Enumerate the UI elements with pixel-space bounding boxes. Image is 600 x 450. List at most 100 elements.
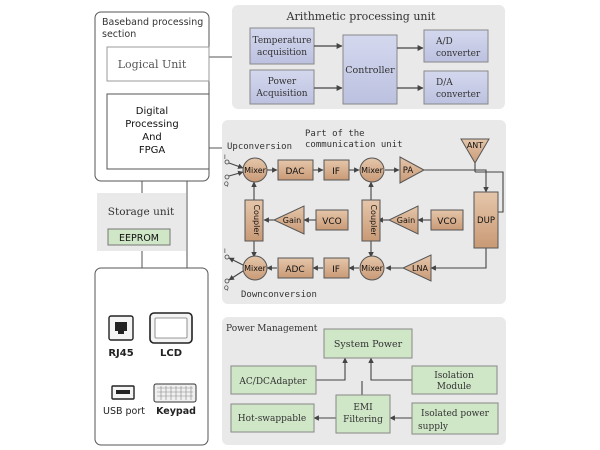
mixer-down-left-label: Mixer: [244, 264, 267, 273]
system-power-label: System Power: [334, 339, 403, 350]
keypad-icon: [153, 383, 197, 403]
communication-title-line-2: communication unit: [305, 140, 403, 150]
if-down-block: IF: [323, 257, 350, 279]
lcd-label: LCD: [160, 348, 182, 359]
system-power-block: System Power: [323, 328, 413, 359]
isolation-line-1: Isolation: [434, 371, 474, 381]
vco-right-label: VCO: [437, 217, 457, 227]
baseband-title-line-1: Baseband processing: [102, 17, 203, 28]
gain-left-label: Gain: [283, 216, 301, 225]
ad-line-1: A/D: [435, 37, 453, 47]
iq-label-q-down: Q: [224, 285, 229, 292]
controller-label: Controller: [345, 65, 395, 76]
vco-left-label: VCO: [322, 217, 342, 227]
storage-title: Storage unit: [108, 206, 175, 218]
mixer-down-right: Mixer: [359, 255, 385, 281]
rj45-port-icon: [108, 315, 134, 341]
da-converter-block: D/A converter: [423, 70, 489, 105]
comm-signal-lines: [228, 162, 504, 281]
ac-dc-label: AC/DCAdapter: [238, 377, 307, 387]
coupler-right-label: Coupler: [369, 204, 378, 236]
ant-label: ANT: [467, 141, 483, 150]
keypad-label: Keypad: [156, 406, 196, 417]
isolated-power-supply-block: Isolated power supply: [411, 402, 499, 435]
digital-processing-line-1: Digital: [136, 106, 168, 117]
io-panel: RJ45 LCD USB port Keypad: [94, 267, 209, 446]
lna-label: LNA: [412, 264, 428, 273]
mixer-down-right-label: Mixer: [361, 264, 384, 273]
rj45-label: RJ45: [108, 348, 133, 359]
dup-label: DUP: [477, 216, 495, 226]
dac-label: DAC: [285, 167, 304, 177]
emi-filtering-block: EMI Filtering: [335, 394, 391, 434]
temperature-line-2: acquisition: [257, 48, 307, 58]
power-arrows: [313, 357, 412, 421]
logical-unit-block: Logical Unit: [106, 46, 210, 82]
controller-block: Controller: [342, 34, 398, 105]
coupler-left-block: Coupler: [244, 199, 264, 242]
if-up-block: IF: [323, 159, 350, 181]
ac-dc-adapter-block: AC/DCAdapter: [230, 365, 317, 395]
emi-line-2: Filtering: [343, 415, 383, 425]
da-line-1: D/A: [436, 78, 453, 88]
gain-right-amplifier: Gain: [387, 205, 419, 235]
if-down-label: IF: [332, 265, 340, 275]
isolation-module-block: Isolation Module: [411, 365, 498, 395]
downconversion-label: Downconversion: [241, 290, 317, 300]
dup-block: DUP: [473, 191, 499, 249]
vco-right-block: VCO: [430, 209, 464, 231]
da-line-2: converter: [436, 90, 481, 100]
digital-processing-line-2: Processing: [125, 119, 178, 130]
digital-processing-line-3: And: [142, 132, 162, 143]
if-up-label: IF: [332, 167, 340, 177]
adc-block: ADC: [277, 257, 314, 279]
arithmetic-arrows: [314, 43, 424, 91]
mixer-up-left-label: Mixer: [244, 166, 267, 175]
communication-title-line-1: Part of the: [305, 129, 365, 139]
mixer-up-left: Mixer: [242, 157, 268, 183]
power-line-1: Power: [268, 77, 297, 87]
lcd-monitor-icon: [149, 312, 193, 344]
pa-label: PA: [403, 166, 414, 176]
temperature-line-1: Temperature: [253, 36, 312, 46]
iq-label-i-down: I: [224, 248, 226, 255]
baseband-title-line-2: section: [102, 29, 136, 40]
power-line-2: Acquisition: [255, 89, 307, 99]
power-management-title: Power Management: [226, 324, 318, 334]
vco-left-block: VCO: [315, 209, 349, 231]
arithmetic-title: Arithmetic processing unit: [286, 10, 436, 23]
eeprom-label: EEPROM: [119, 233, 159, 244]
hot-swappable-block: Hot-swappable: [230, 403, 315, 433]
gain-left-amplifier: Gain: [272, 205, 305, 235]
usb-label: USB port: [103, 406, 145, 417]
usb-port-icon: [111, 385, 135, 400]
logical-unit-label: Logical Unit: [118, 58, 187, 71]
isolated-supply-line-1: Isolated power: [421, 409, 490, 419]
upconversion-label: Upconversion: [227, 142, 292, 152]
emi-line-1: EMI: [353, 403, 373, 413]
pa-amplifier: PA: [399, 156, 426, 184]
coupler-left-label: Coupler: [252, 204, 261, 236]
isolation-line-2: Module: [437, 382, 471, 392]
antenna-icon: ANT: [460, 138, 490, 164]
mixer-up-right: Mixer: [359, 157, 385, 183]
lna-amplifier: LNA: [401, 254, 432, 282]
iq-label-q-up: Q: [224, 181, 229, 188]
storage-unit: Storage unit EEPROM: [97, 193, 186, 251]
digital-processing-block: Digital Processing And FPGA: [106, 93, 210, 170]
dac-block: DAC: [277, 159, 314, 181]
mixer-up-right-label: Mixer: [361, 166, 384, 175]
isolated-supply-line-2: supply: [418, 422, 449, 432]
iq-label-i-up: I: [224, 154, 226, 161]
coupler-right-block: Coupler: [361, 199, 381, 242]
adc-label: ADC: [285, 265, 304, 275]
digital-processing-line-4: FPGA: [139, 145, 166, 156]
ad-line-2: converter: [436, 49, 481, 59]
gain-right-label: Gain: [397, 216, 415, 225]
mixer-down-left: Mixer: [242, 255, 268, 281]
power-acquisition-block: Power Acquisition: [249, 69, 315, 105]
eeprom-block: [107, 228, 171, 246]
hot-swappable-label: Hot-swappable: [238, 414, 306, 424]
iq-markers: I Q I Q: [224, 154, 230, 292]
